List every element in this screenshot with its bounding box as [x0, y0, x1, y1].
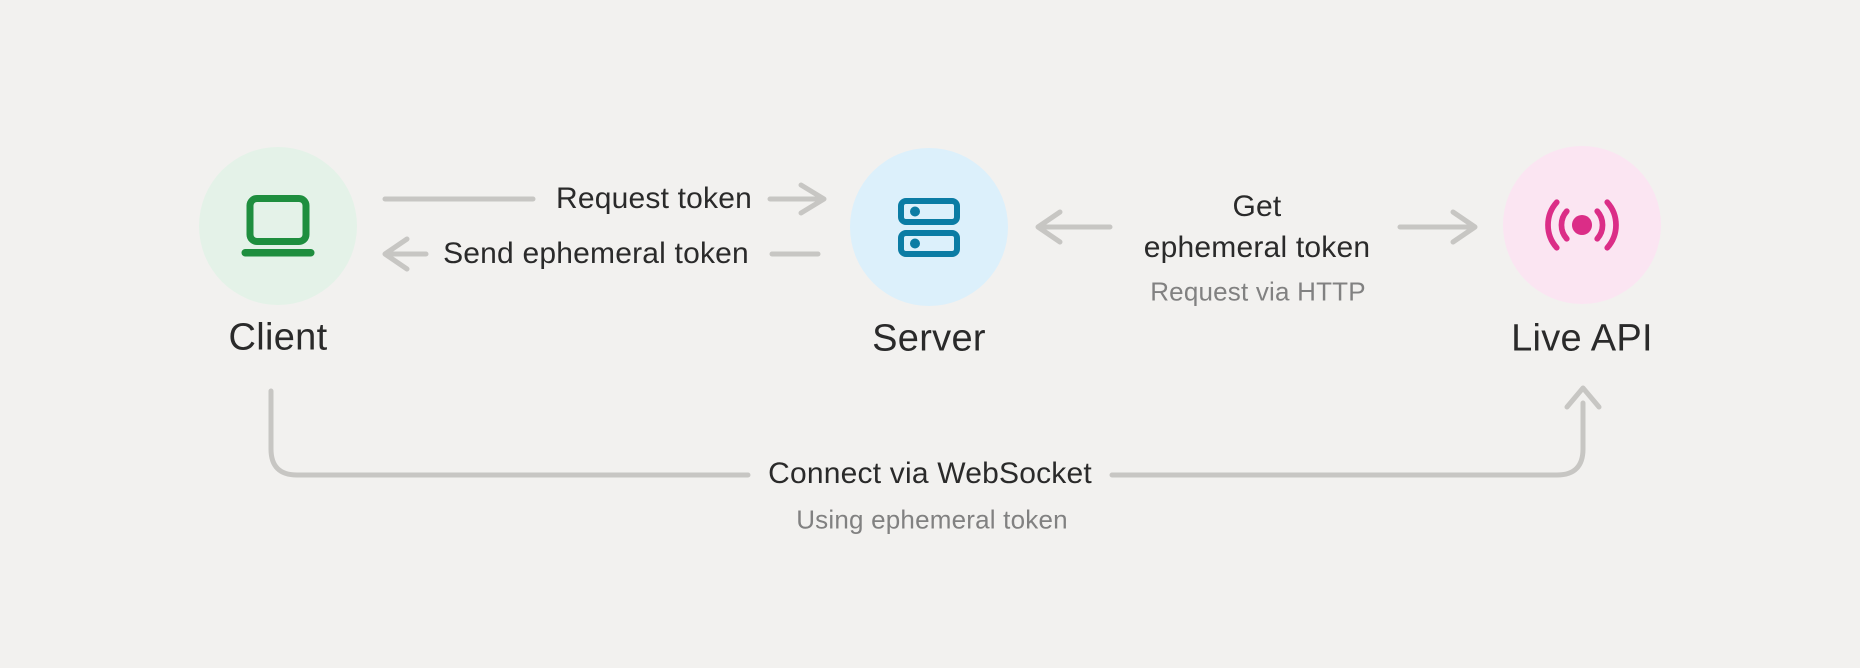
get-ephemeral-token-left-arrow — [1035, 209, 1113, 245]
live-api-node — [1503, 146, 1661, 304]
live-api-node-label: Live API — [1511, 317, 1653, 360]
server-node-label: Server — [872, 317, 986, 360]
server-rack-icon — [898, 197, 960, 257]
get-ephemeral-token-label-line1: Get — [1232, 190, 1282, 223]
connect-websocket-label: Connect via WebSocket — [768, 457, 1092, 490]
client-node-label: Client — [228, 316, 328, 359]
broadcast-icon — [1545, 199, 1619, 251]
client-node — [199, 147, 357, 305]
request-token-label: Request token — [555, 182, 753, 215]
send-ephemeral-token-arrow — [382, 236, 429, 272]
websocket-path-left — [268, 388, 751, 478]
request-via-http-sublabel: Request via HTTP — [1150, 276, 1366, 307]
using-ephemeral-token-sublabel: Using ephemeral token — [796, 504, 1068, 535]
get-ephemeral-token-label-line2: ephemeral token — [1143, 231, 1371, 264]
get-ephemeral-token-right-arrow — [1397, 209, 1478, 245]
request-token-arrow — [767, 182, 827, 216]
server-node — [850, 148, 1008, 306]
websocket-up-arrowhead — [1564, 385, 1602, 410]
laptop-icon — [241, 195, 315, 257]
get-ephemeral-token-label: Get ephemeral token — [1144, 186, 1370, 268]
websocket-path-right — [1109, 400, 1586, 478]
send-ephemeral-token-label: Send ephemeral token — [443, 237, 749, 270]
